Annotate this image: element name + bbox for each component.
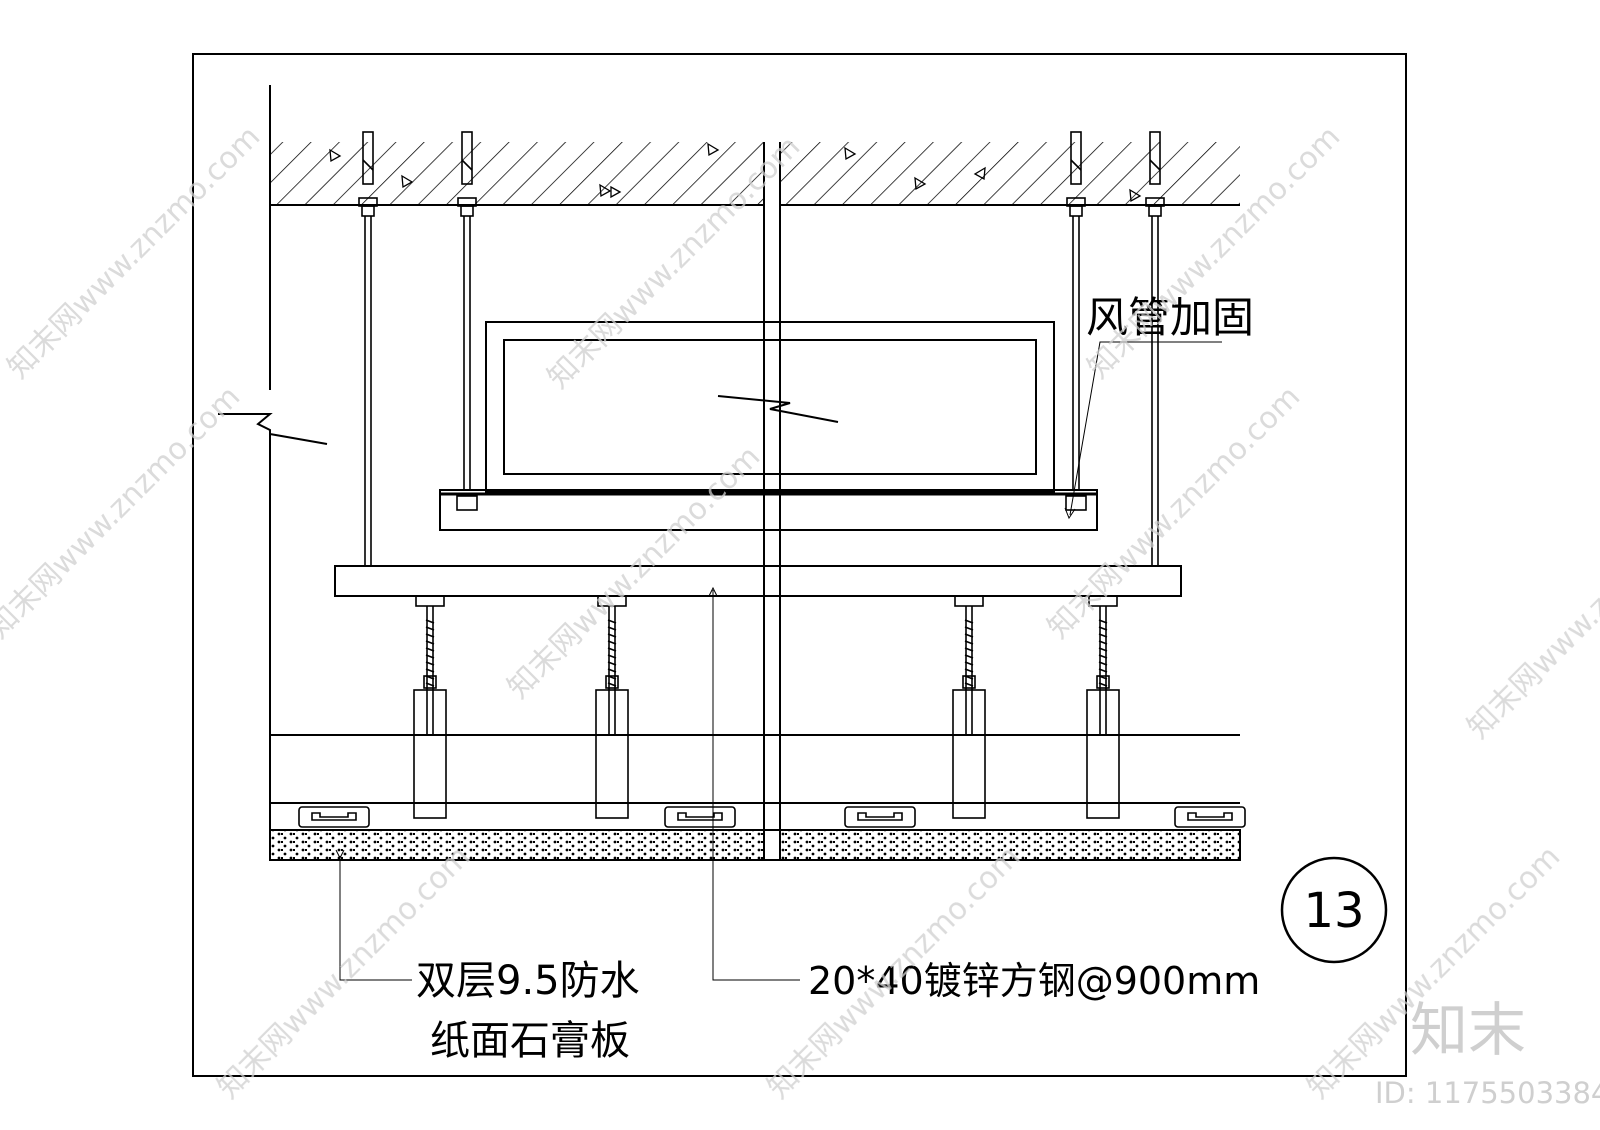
concrete-slab: [270, 142, 1240, 206]
watermark-brand: 知末: [1410, 996, 1526, 1064]
duct-support-angle: [439, 489, 1098, 531]
lower-hanger: [952, 595, 986, 819]
leader-lines: [335, 341, 1222, 981]
watermark-repeat-text: 知末网www.znzmo.com: [1041, 379, 1307, 645]
hanger-rod: [1065, 131, 1087, 511]
hanger-rod: [456, 131, 478, 511]
hanger-rods: [358, 131, 1165, 566]
watermark-repeat-text: 知末网www.znzmo.com: [1461, 479, 1600, 745]
lower-hanger: [595, 595, 629, 819]
center-break-line: [717, 142, 839, 860]
ceiling-clips: [298, 806, 1246, 828]
detail-number: 13: [1303, 883, 1364, 939]
detail-number-badge: 13: [1280, 856, 1388, 964]
hanger-rod: [1145, 131, 1165, 566]
ceiling-layers: [269, 734, 1241, 861]
watermark-id: ID: 1175503384: [1375, 1076, 1600, 1110]
gypsum-board-label-line2: 纸面石膏板: [430, 1018, 630, 1064]
drawing-frame: [192, 53, 1407, 1077]
ceiling-clip: [1174, 806, 1246, 828]
watermark-repeat-text: 知末网www.znzmo.com: [1301, 839, 1567, 1105]
steel-tube-label: 20*40镀锌方钢@900mm: [808, 959, 1260, 1003]
lower-hangers: [413, 595, 1120, 819]
watermark-repeat-text: 知末网www.znzmo.com: [0, 379, 247, 645]
lower-hanger: [1086, 595, 1120, 819]
duct-reinforcement-label: 风管加固: [1086, 293, 1254, 342]
ceiling-clip: [844, 806, 916, 828]
left-wall: [218, 85, 328, 860]
ceiling-clip: [298, 806, 370, 828]
watermark-repeat-text: 知末网www.znzmo.com: [1, 119, 267, 385]
watermark-repeat-text: 知末网www.znzmo.com: [501, 439, 767, 705]
hanger-rod: [358, 131, 378, 566]
lower-hanger: [413, 595, 447, 819]
air-duct: [485, 321, 1055, 493]
ceiling-clip: [664, 806, 736, 828]
gypsum-board-label-line1: 双层9.5防水: [416, 958, 640, 1004]
support-beam: [334, 565, 1182, 597]
